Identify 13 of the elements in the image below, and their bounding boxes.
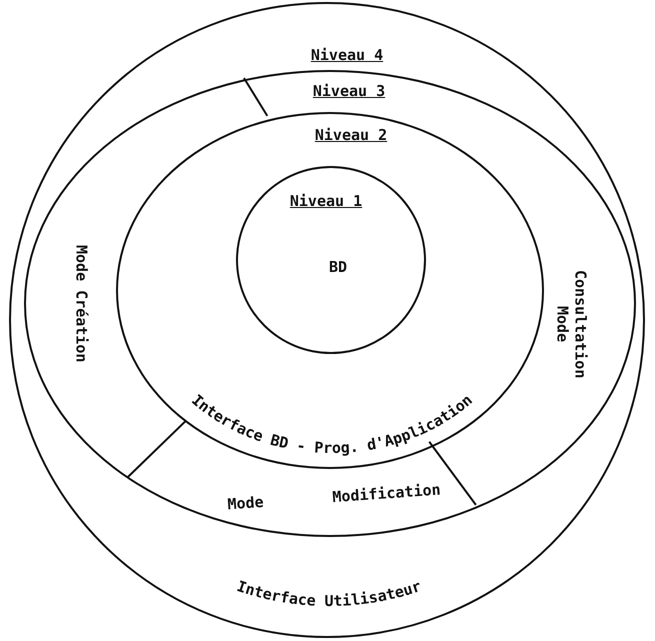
mode-label: Mode Consultation (549, 259, 594, 389)
level-circle (116, 112, 544, 469)
curved-label: Interface Utilisateur (234, 577, 424, 610)
level-heading: Niveau 1 (290, 192, 362, 210)
level-ring (24, 70, 636, 537)
level-label: BD (328, 258, 348, 276)
level-heading: Niveau 4 (310, 46, 384, 64)
level-heading: Niveau 3 (312, 82, 386, 100)
level-heading: Niveau 2 (314, 126, 388, 144)
core-circle (236, 166, 426, 354)
outer-circle (9, 2, 645, 638)
mode-label: Mode Modification (213, 474, 455, 520)
mode-label: Mode Création (54, 239, 109, 369)
